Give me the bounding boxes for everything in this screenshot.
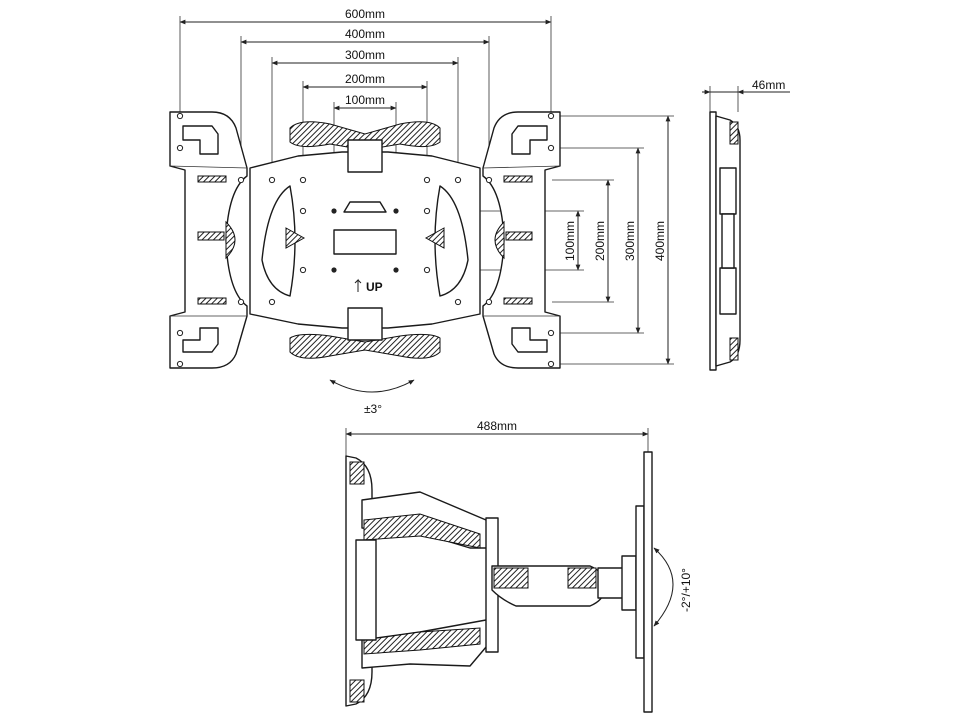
side-view: 46mm [702, 78, 790, 371]
tilt-range-label: -2°/+10° [679, 568, 693, 612]
depth-label: 46mm [752, 78, 785, 92]
front-view: 600mm 400mm 300mm 200mm 100mm 100mm [169, 7, 674, 416]
left-tv-bracket [169, 111, 248, 369]
right-tv-bracket [482, 111, 561, 369]
top-view: 488mm -2°/+10° [345, 419, 693, 713]
height-100-label: 100mm [563, 221, 577, 261]
rotation-indicator: ±3° [329, 379, 415, 416]
up-label: UP [366, 280, 383, 294]
height-400-label: 400mm [653, 221, 667, 261]
width-200-label: 200mm [345, 72, 385, 86]
width-600-label: 600mm [345, 7, 385, 21]
up-arrow-icon [354, 278, 362, 292]
width-400-label: 400mm [345, 27, 385, 41]
height-200-label: 200mm [593, 221, 607, 261]
wall-plate: UP [249, 121, 481, 359]
mounting-holes [176, 112, 555, 368]
rotation-label: ±3° [364, 402, 382, 416]
width-300-label: 300mm [345, 48, 385, 62]
extension-label: 488mm [477, 419, 517, 433]
width-100-label: 100mm [345, 93, 385, 107]
horizontal-dimensions: 600mm 400mm 300mm 200mm 100mm [179, 7, 552, 210]
height-300-label: 300mm [623, 221, 637, 261]
